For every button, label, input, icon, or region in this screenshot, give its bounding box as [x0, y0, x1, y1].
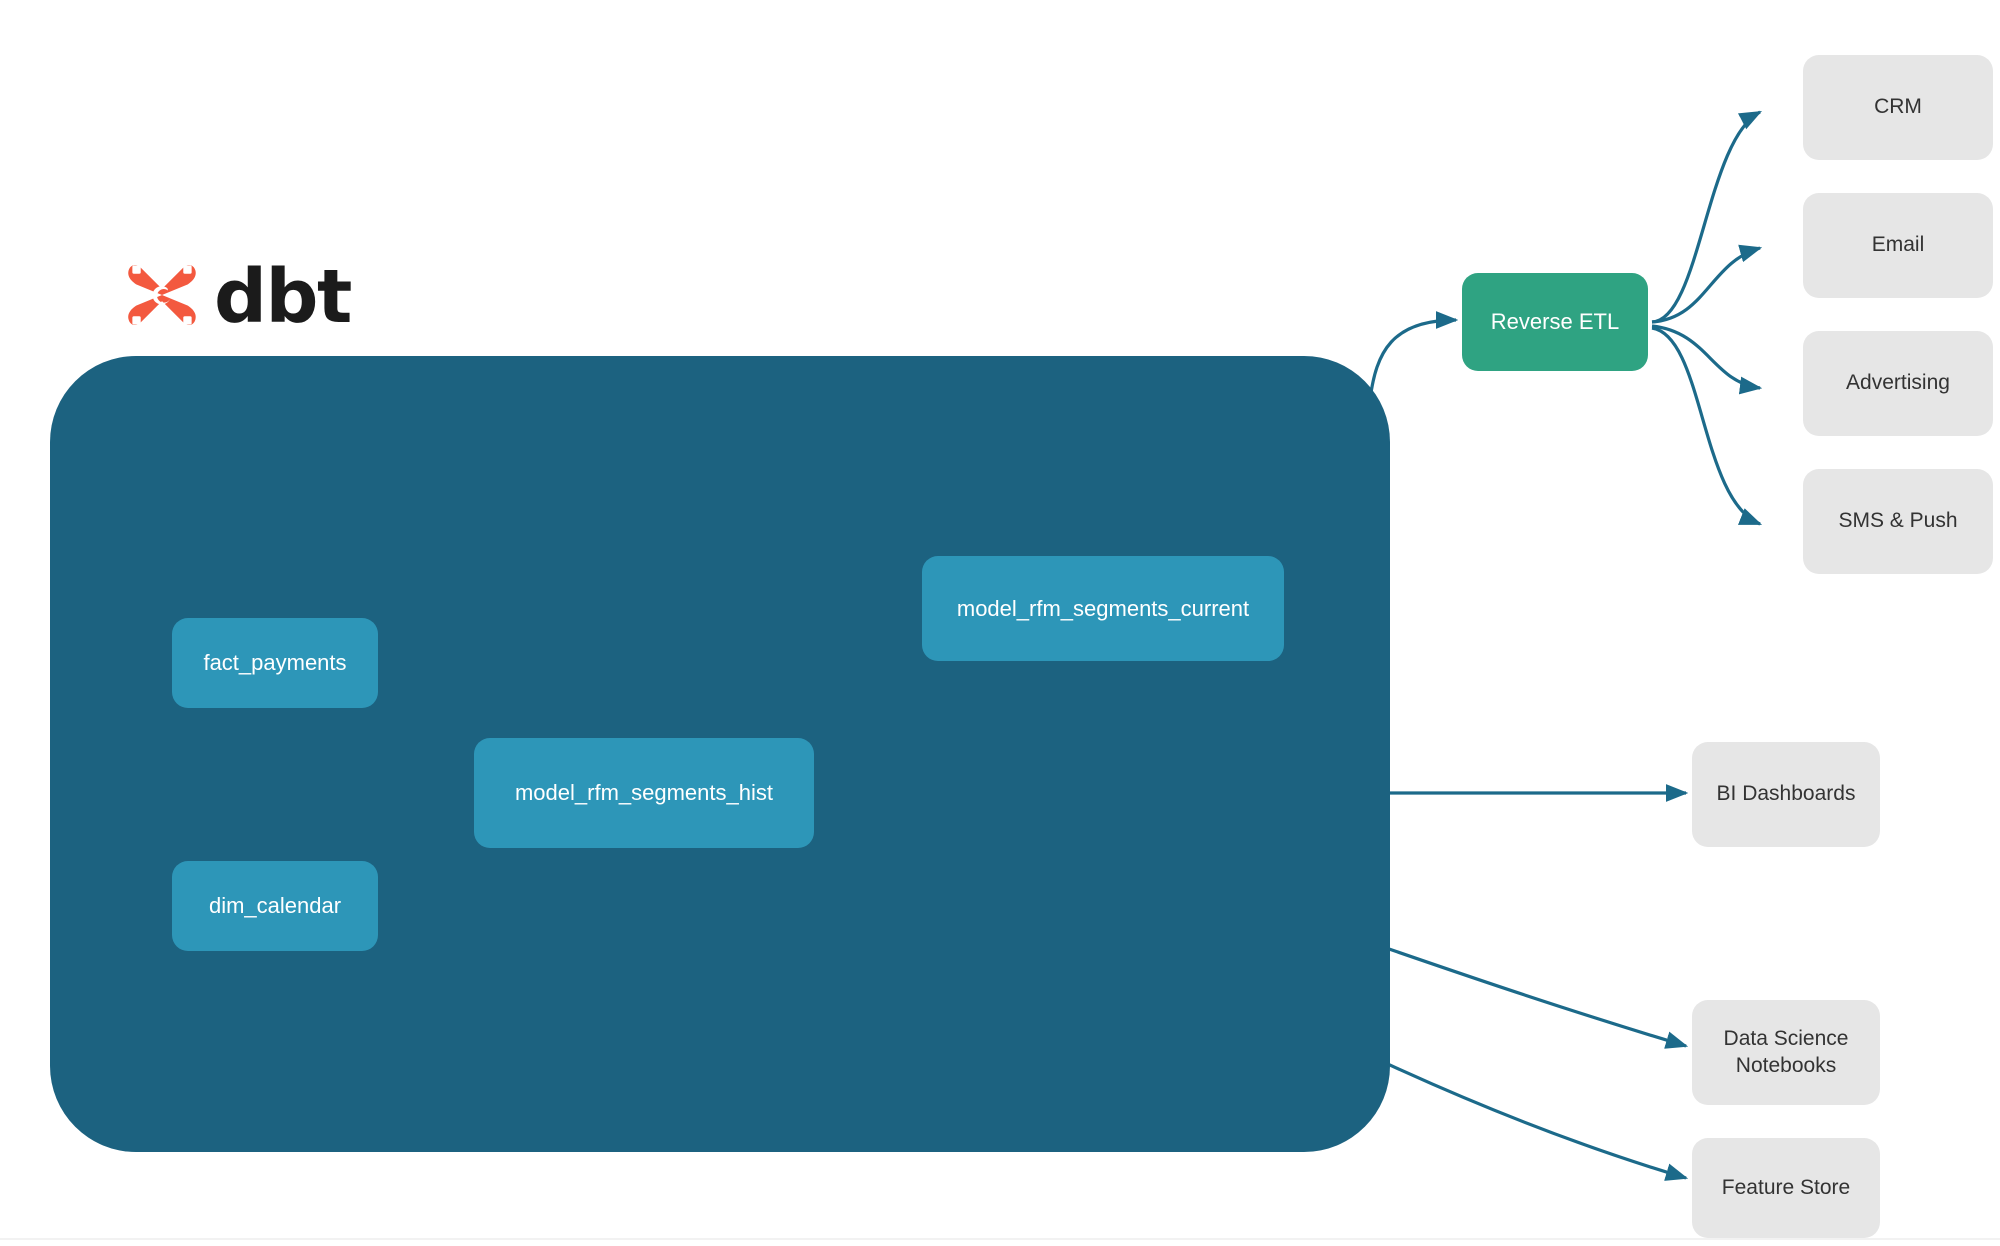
node-label: Advertising: [1846, 371, 1950, 395]
node-destination-sms-push[interactable]: SMS & Push: [1803, 469, 1993, 574]
node-label: BI Dashboards: [1716, 782, 1856, 806]
dbt-wordmark: dbt: [214, 254, 352, 340]
node-label: Data Science Notebooks: [1724, 1026, 1849, 1079]
node-label: dim_calendar: [208, 893, 342, 919]
edge-reverse-etl-to-advertising: [1651, 324, 1763, 395]
node-label: Feature Store: [1721, 1175, 1851, 1199]
node-model-rfm-segments-hist[interactable]: model_rfm_segments_hist: [474, 738, 814, 848]
node-label: model_rfm_segments_hist: [514, 780, 773, 806]
edge-reverse-etl-to-email: [1651, 244, 1763, 324]
node-destination-advertising[interactable]: Advertising: [1803, 331, 1993, 436]
node-destination-ds-notebooks[interactable]: Data Science Notebooks: [1692, 1000, 1880, 1105]
node-model-rfm-segments-current[interactable]: model_rfm_segments_current: [922, 556, 1284, 661]
node-label: fact_payments: [203, 650, 347, 676]
node-destination-email[interactable]: Email: [1803, 193, 1993, 298]
dbt-brand: dbt: [124, 254, 352, 340]
node-label: model_rfm_segments_current: [956, 595, 1250, 621]
node-label: CRM: [1874, 95, 1922, 119]
node-label: Email: [1871, 233, 1925, 257]
node-label-line2: Notebooks: [1735, 1053, 1837, 1077]
edge-reverse-etl-to-sms-push: [1651, 326, 1763, 526]
node-reverse-etl[interactable]: Reverse ETL: [1462, 273, 1648, 371]
node-dim-calendar[interactable]: dim_calendar: [172, 861, 378, 951]
dbt-logo-icon: [128, 264, 196, 326]
node-destination-bi-dashboards[interactable]: BI Dashboards: [1692, 742, 1880, 847]
edge-reverse-etl-to-crm: [1651, 110, 1762, 324]
node-destination-crm[interactable]: CRM: [1803, 55, 1993, 160]
node-destination-feature-store[interactable]: Feature Store: [1692, 1138, 1880, 1238]
node-label: SMS & Push: [1838, 509, 1958, 533]
node-label-line1: Data Science: [1723, 1027, 1849, 1051]
node-fact-payments[interactable]: fact_payments: [172, 618, 378, 708]
node-label: Reverse ETL: [1490, 309, 1620, 335]
footer-divider: [0, 1238, 2000, 1240]
